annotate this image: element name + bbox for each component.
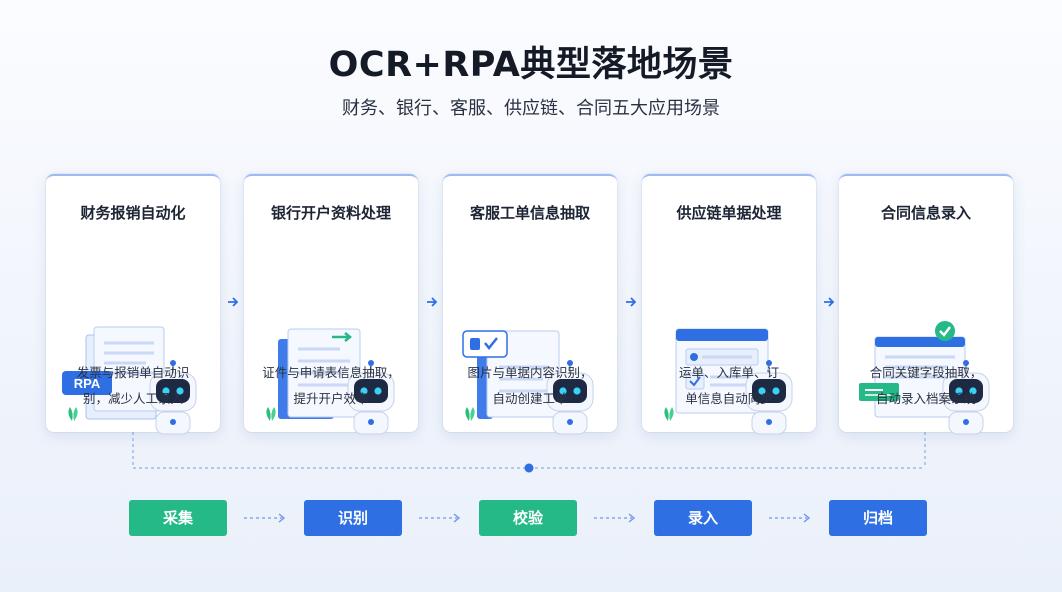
dashed-arrow-icon (769, 513, 811, 523)
card-description: 证件与申请表信息抽取， 提升开户效率 (254, 360, 408, 412)
flow-step-verify[interactable]: 校验 (479, 500, 577, 536)
arrow-right-icon (332, 332, 353, 342)
flow-step-recognize[interactable]: 识别 (304, 500, 402, 536)
plant-icon (68, 407, 78, 421)
scenario-card-bank[interactable]: 银行开户资料处理 证件与申请表信息抽取， (244, 174, 418, 435)
card-desc-line: 证件与申请表信息抽取， (262, 365, 400, 380)
arrow-right-icon (228, 297, 239, 307)
card-title: 供应链单据处理 (676, 204, 782, 222)
card-desc-line: 自动录入档案系统 (875, 391, 976, 406)
card-desc-line: 图片与单据内容识别， (467, 365, 593, 380)
card-desc-line: 单信息自动同步 (685, 391, 773, 406)
robot-icon (347, 360, 395, 435)
page-title: OCR+RPA典型落地场景 (328, 45, 734, 85)
robot-icon (942, 360, 990, 435)
plant-icon (266, 407, 276, 421)
scenario-card-finance[interactable]: 财务报销自动化 RPA 发票与报销单自动识 (46, 174, 220, 435)
flow-step-enter[interactable]: 录入 (654, 500, 752, 536)
scenario-card-contract[interactable]: 合同信息录入 合同关键字段抽取， (839, 174, 1013, 435)
chat-icon (462, 330, 508, 358)
card-desc-line: 发票与报销单自动识 (76, 365, 190, 380)
arrow-right-icon (824, 297, 835, 307)
card-title: 客服工单信息抽取 (469, 204, 590, 222)
dashed-arrow-icon (419, 513, 461, 523)
plant-icon (664, 407, 674, 421)
plant-icon (465, 407, 475, 421)
id-card-icon (859, 383, 899, 401)
card-title: 财务报销自动化 (80, 204, 186, 222)
scenario-card-supply-chain[interactable]: 供应链单据处理 运单、入库单、订 单信息 (642, 174, 816, 435)
check-icon (935, 321, 955, 341)
rpa-badge: RPA (62, 371, 112, 395)
card-description: 合同关键字段抽取， 自动录入档案系统 (849, 360, 1003, 412)
dashed-arrow-icon (244, 513, 286, 523)
robot-icon (546, 360, 594, 435)
document-icon (278, 328, 361, 419)
window-icon (675, 328, 769, 414)
card-desc-line: 别，减少人工录入 (82, 391, 183, 406)
scenario-card-customer-service[interactable]: 客服工单信息抽取 图片与单据内容识别， (443, 174, 617, 435)
card-title: 合同信息录入 (880, 204, 971, 222)
card-desc-line: 自动创建工单 (492, 391, 568, 406)
card-desc-line: 运单、入库单、订 (678, 365, 779, 380)
page-subtitle: 财务、银行、客服、供应链、合同五大应用场景 (342, 98, 720, 119)
robot-icon (745, 360, 793, 435)
arrow-right-icon (427, 297, 438, 307)
flow-step-archive[interactable]: 归档 (829, 500, 927, 536)
flow-step-collect[interactable]: 采集 (129, 500, 227, 536)
robot-icon (149, 360, 197, 435)
dashed-arrow-icon (594, 513, 636, 523)
card-description: 发票与报销单自动识 别，减少人工录入 (56, 360, 210, 412)
rpa-badge-text: RPA (74, 376, 101, 391)
arrow-right-icon (626, 297, 637, 307)
card-desc-line: 提升开户效率 (293, 391, 369, 406)
document-robot-illustration (266, 328, 395, 435)
document-robot-illustration: RPA (62, 326, 197, 435)
document-robot-illustration (462, 330, 594, 435)
card-description: 运单、入库单、订 单信息自动同步 (652, 360, 806, 412)
document-robot-illustration (664, 328, 793, 435)
card-desc-line: 合同关键字段抽取， (869, 365, 983, 380)
card-title: 银行开户资料处理 (270, 204, 391, 222)
document-robot-illustration (859, 321, 990, 435)
card-description: 图片与单据内容识别， 自动创建工单 (453, 360, 607, 412)
